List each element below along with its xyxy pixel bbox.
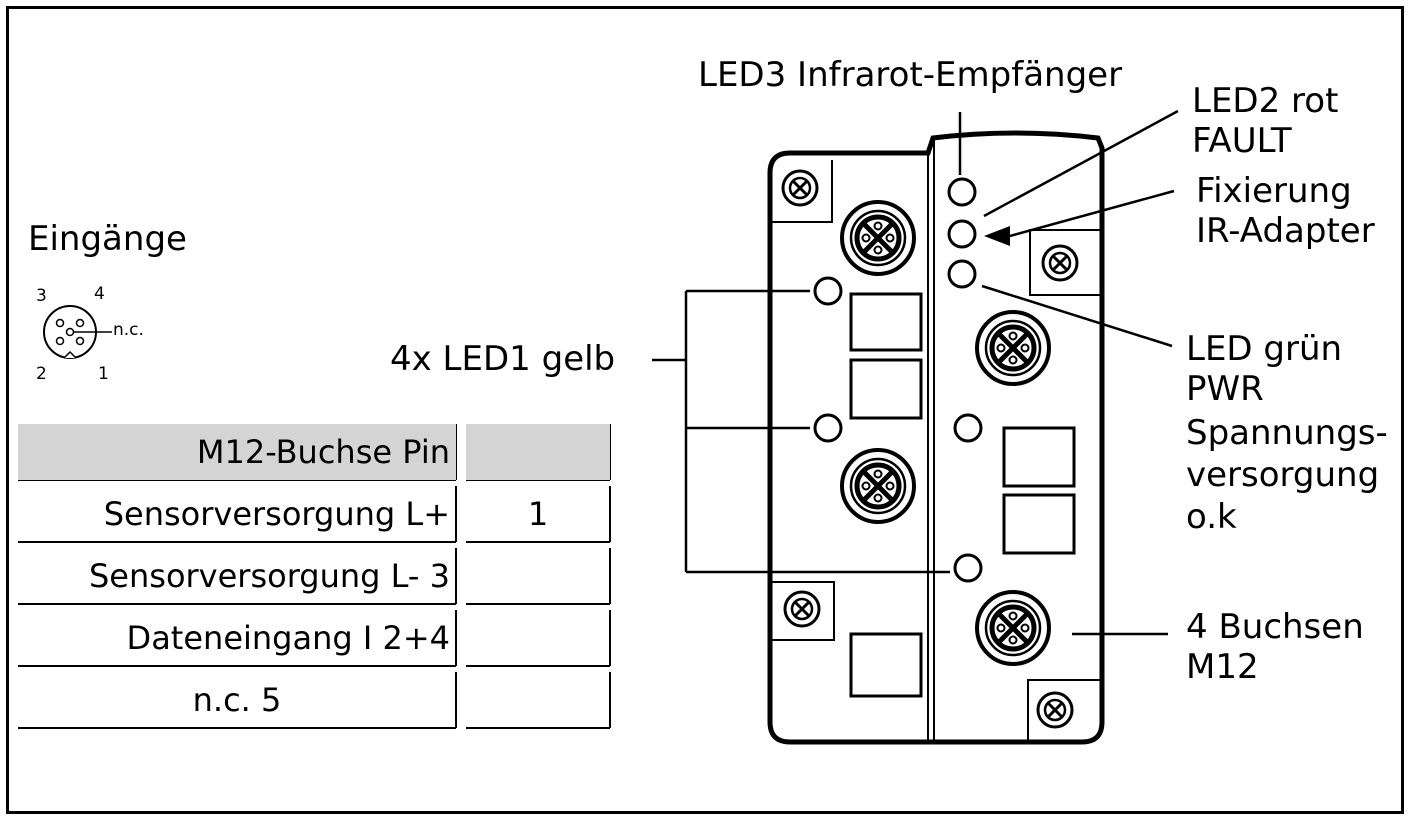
- inputs-title: Eingänge: [28, 219, 187, 259]
- led3-label: LED3 Infrarot-Empfänger: [698, 55, 1123, 95]
- led1-yellow: [813, 276, 843, 306]
- led2-red: [947, 219, 977, 249]
- table-header-left: M12-Buchse Pin: [18, 424, 456, 480]
- screw-bottom-left: [783, 590, 821, 628]
- led-green-label-line2: PWR: [1186, 369, 1264, 409]
- led-green-label-line1: LED grün: [1186, 329, 1343, 369]
- label-window: [1002, 493, 1076, 555]
- table-cell-label: n.c. 5: [192, 681, 282, 719]
- pin-nc-label: n.c.: [113, 320, 144, 340]
- diagram-frame: [6, 6, 1404, 814]
- led-green-label-line5: o.k: [1186, 497, 1237, 537]
- led3-infrared: [947, 177, 977, 207]
- table-header-right: [466, 424, 610, 480]
- led-green: [947, 259, 977, 289]
- pin-number-2: 2: [36, 364, 47, 384]
- buchsen-label-line1: 4 Buchsen: [1186, 607, 1364, 647]
- led1-yellow: [953, 413, 983, 443]
- table-cell-pin: 1: [527, 495, 549, 533]
- leader-led-green: [981, 284, 1173, 348]
- pin-number-1: 1: [98, 364, 109, 384]
- led2-label-line2: FAULT: [1192, 121, 1292, 161]
- leader-fixing: [1009, 189, 1175, 238]
- screw-top-left: [781, 169, 819, 207]
- led-green-label-line3: Spannungs-: [1186, 413, 1388, 453]
- fixing-label-line2: IR-Adapter: [1196, 211, 1375, 251]
- m12-connector-2: [977, 312, 1049, 384]
- table-cell-pin: [466, 672, 610, 728]
- pin-number-4: 4: [94, 284, 105, 304]
- led1-yellow: [953, 553, 983, 583]
- m12-connector-3: [842, 450, 914, 522]
- led1-yellow: [813, 413, 843, 443]
- screw-bottom-right: [1036, 691, 1074, 729]
- table-lines: [18, 424, 611, 729]
- table-cell-label: Sensorversorgung L+: [103, 495, 450, 533]
- screw-mid-right: [1041, 244, 1079, 282]
- buchsen-label-line2: M12: [1186, 647, 1259, 687]
- m12-pinout-icon: [43, 305, 112, 359]
- pin-number-3: 3: [36, 286, 47, 306]
- m12-connector-1: [842, 202, 914, 274]
- table-cell-pin: [466, 610, 610, 666]
- leader-led2: [983, 109, 1179, 218]
- table-cell-label: Dateneingang I 2+4: [126, 619, 450, 657]
- label-window: [1002, 426, 1076, 488]
- fixing-label-line1: Fixierung: [1196, 171, 1352, 211]
- fixing-arrow: [984, 226, 1010, 246]
- label-window: [849, 292, 923, 352]
- label-window: [849, 358, 923, 420]
- device-housing: [767, 130, 1105, 745]
- led1-label: 4x LED1 gelb: [390, 339, 616, 379]
- label-window: [849, 632, 923, 698]
- table-cell-pin: [466, 548, 610, 604]
- led2-label-line1: LED2 rot: [1192, 81, 1339, 121]
- m12-connector-4: [977, 592, 1049, 664]
- table-cell-label: Sensorversorgung L- 3: [88, 557, 450, 595]
- led-green-label-line4: versorgung: [1186, 455, 1380, 495]
